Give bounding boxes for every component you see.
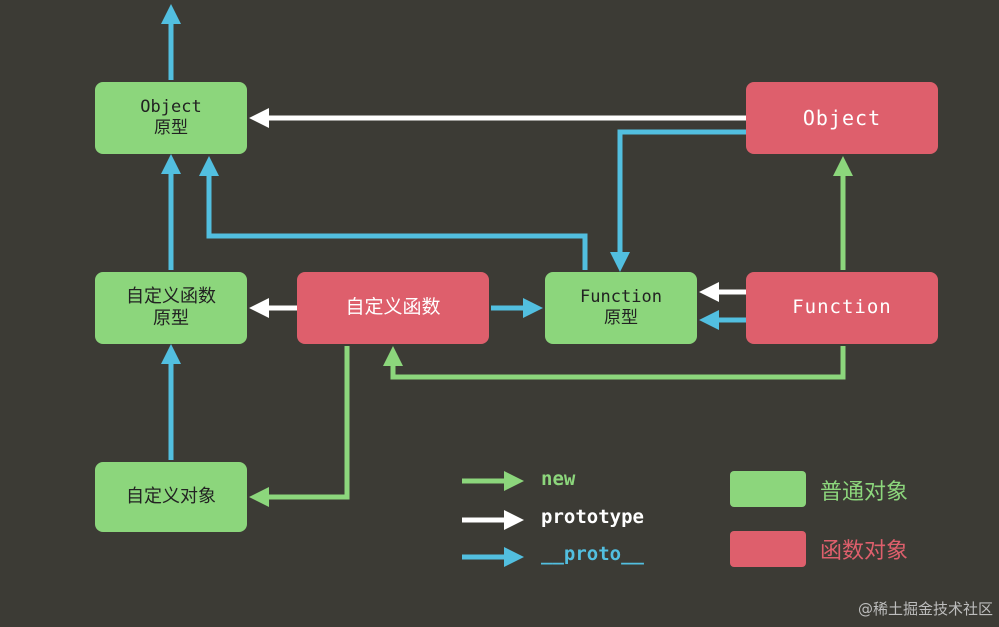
legend-new-label: new — [541, 468, 576, 490]
custom-object-label: 自定义对象 — [126, 485, 216, 507]
watermark: @稀土掘金技术社区 — [857, 600, 993, 618]
custom-object-node: 自定义对象 — [95, 462, 247, 532]
legend-function-object-swatch — [730, 531, 806, 567]
object-constructor-node: Object — [746, 82, 938, 154]
function-constructor-label: Function — [792, 296, 892, 319]
function-prototype-node: Function 原型 — [545, 272, 697, 344]
object-prototype-title: Object — [140, 96, 202, 117]
legend-prototype-label: prototype — [541, 506, 644, 528]
edge-fnproto-to-objproto — [199, 156, 588, 270]
edge-function-new-customfn — [383, 346, 846, 380]
object-constructor-label: Object — [802, 105, 882, 130]
object-prototype-subtitle: 原型 — [154, 118, 188, 138]
legend-plain-object-swatch — [730, 471, 806, 507]
custom-function-prototype-title: 自定义函数 — [126, 285, 216, 307]
legend-function-object-label: 函数对象 — [820, 539, 909, 564]
legend-plain-object-label: 普通对象 — [820, 480, 909, 505]
function-prototype-subtitle: 原型 — [604, 308, 638, 328]
custom-function-prototype-node: 自定义函数 原型 — [95, 272, 247, 344]
object-prototype-node: Object 原型 — [95, 82, 247, 154]
custom-function-prototype-subtitle: 原型 — [153, 308, 189, 329]
custom-function-label: 自定义函数 — [345, 296, 441, 319]
edge-object-to-fnproto — [610, 129, 746, 272]
edge-customfn-new-customobj — [249, 346, 350, 507]
custom-function-node: 自定义函数 — [297, 272, 489, 344]
function-constructor-node: Function — [746, 272, 938, 344]
legend-proto-label: __proto__ — [541, 543, 644, 565]
function-prototype-title: Function — [580, 286, 662, 307]
